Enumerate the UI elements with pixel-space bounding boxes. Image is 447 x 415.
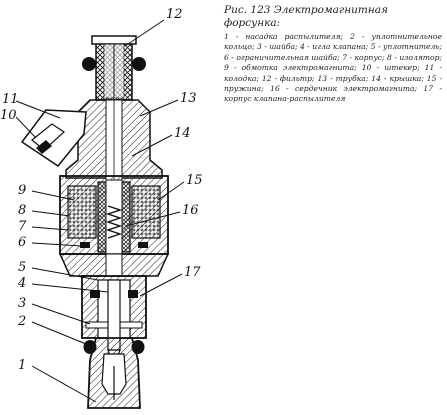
callout-7: 7	[18, 219, 27, 234]
leader-lines	[15, 19, 185, 403]
callout-15: 15	[186, 173, 203, 188]
callout-labels: 12 13 14 15 16 17 11 10 9 8 7 6 5 4 3 2 …	[0, 7, 203, 373]
nozzle	[87, 337, 141, 409]
callout-17: 17	[184, 265, 201, 280]
callout-9: 9	[18, 183, 26, 198]
callout-4: 4	[17, 276, 26, 291]
figure-caption: Рис. 123 Электромагнитная форсунка: 1 - …	[224, 4, 442, 105]
callout-8: 8	[18, 203, 26, 218]
filter	[91, 35, 137, 101]
callout-12: 12	[166, 7, 183, 22]
spring	[105, 205, 123, 239]
callout-1: 1	[18, 358, 26, 373]
callout-2: 2	[17, 314, 26, 329]
caption-legend: 1 - насадка распылителя; 2 - уплотнитель…	[224, 32, 442, 104]
caption-title: Рис. 123 Электромагнитная форсунка:	[224, 4, 389, 29]
callout-14: 14	[174, 126, 191, 141]
callout-16: 16	[182, 203, 199, 218]
lower-body	[58, 253, 170, 277]
callout-6: 6	[18, 235, 26, 250]
callout-10: 10	[0, 108, 17, 123]
top-o-ring	[82, 57, 146, 71]
connector	[20, 109, 87, 168]
callout-11: 11	[2, 92, 19, 107]
housing	[59, 175, 169, 255]
callout-5: 5	[18, 260, 26, 275]
limiting-washer	[80, 242, 148, 248]
callout-3: 3	[18, 296, 26, 311]
callout-13: 13	[180, 91, 197, 106]
